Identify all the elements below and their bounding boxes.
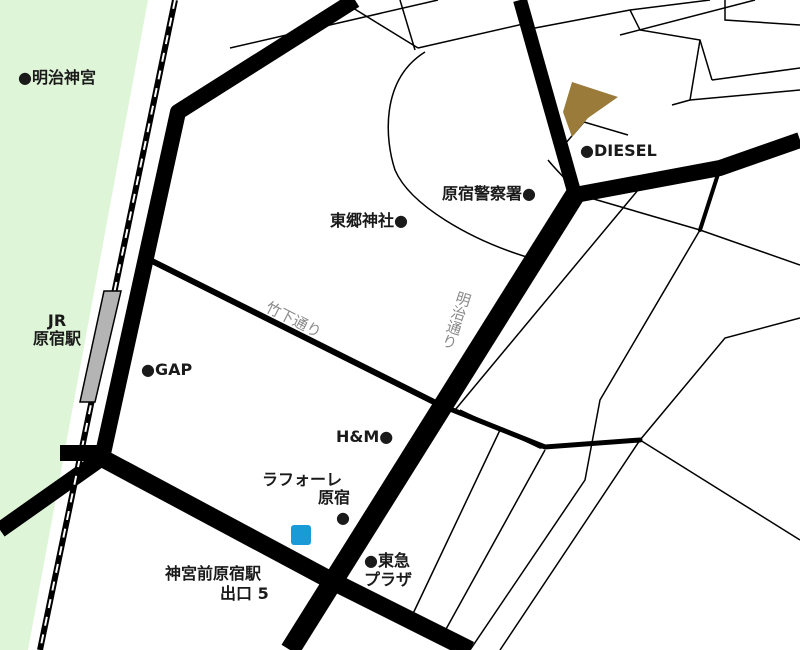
station-name-label: 原宿駅 xyxy=(32,329,81,349)
label-diesel[interactable]: ●DIESEL xyxy=(580,141,657,160)
omotesando-road xyxy=(513,0,582,197)
secondary-roads xyxy=(147,166,722,450)
overpass-bar xyxy=(60,445,102,461)
street xyxy=(439,449,546,641)
label-gap[interactable]: ●GAP xyxy=(141,360,193,379)
street xyxy=(671,39,701,106)
street xyxy=(399,0,416,51)
label-tokyu-plaza-line1[interactable]: ●東急 xyxy=(364,551,410,570)
label-laforet-line1[interactable]: ラフォーレ xyxy=(262,470,343,489)
label-meiji-jingu[interactable]: ●明治神宮 xyxy=(18,68,96,87)
street xyxy=(579,194,800,266)
park-area xyxy=(0,0,148,650)
label-exit-line1[interactable]: 神宮前原宿駅 xyxy=(165,564,262,583)
street xyxy=(454,189,639,411)
west-road xyxy=(0,451,107,537)
label-laforet-line2[interactable]: 原宿 xyxy=(318,488,351,507)
street xyxy=(459,409,800,541)
diesel-building xyxy=(563,82,618,137)
street xyxy=(629,9,713,81)
side-road xyxy=(437,402,643,450)
street xyxy=(724,0,800,26)
street xyxy=(499,317,800,650)
street xyxy=(711,67,800,81)
jingumae-road xyxy=(94,0,360,460)
street xyxy=(689,89,800,101)
street xyxy=(619,0,756,36)
station-line-label: JR xyxy=(47,311,67,330)
street xyxy=(469,167,721,650)
label-exit-line2[interactable]: 出口 5 xyxy=(220,584,269,603)
landmark-dot-icon: ● xyxy=(336,508,350,527)
label-hm[interactable]: H&M● xyxy=(336,427,394,446)
takeshita-dori-road xyxy=(147,257,443,408)
label-harajuku-police[interactable]: 原宿警察署● xyxy=(442,184,536,203)
street xyxy=(534,0,711,29)
omotesando-lower-road xyxy=(97,450,475,650)
east-road xyxy=(573,132,800,203)
street xyxy=(409,429,501,621)
side-road xyxy=(698,166,722,232)
street xyxy=(387,51,531,259)
label-tokyu-plaza-line2[interactable]: プラザ xyxy=(364,570,413,589)
street xyxy=(229,0,439,49)
label-togo-shrine[interactable]: 東郷神社● xyxy=(330,211,408,230)
street xyxy=(417,21,533,49)
exit-marker-icon[interactable] xyxy=(291,525,311,545)
station-platform xyxy=(79,290,122,403)
label-jr-harajuku-station[interactable]: JR 原宿駅 xyxy=(26,311,88,349)
